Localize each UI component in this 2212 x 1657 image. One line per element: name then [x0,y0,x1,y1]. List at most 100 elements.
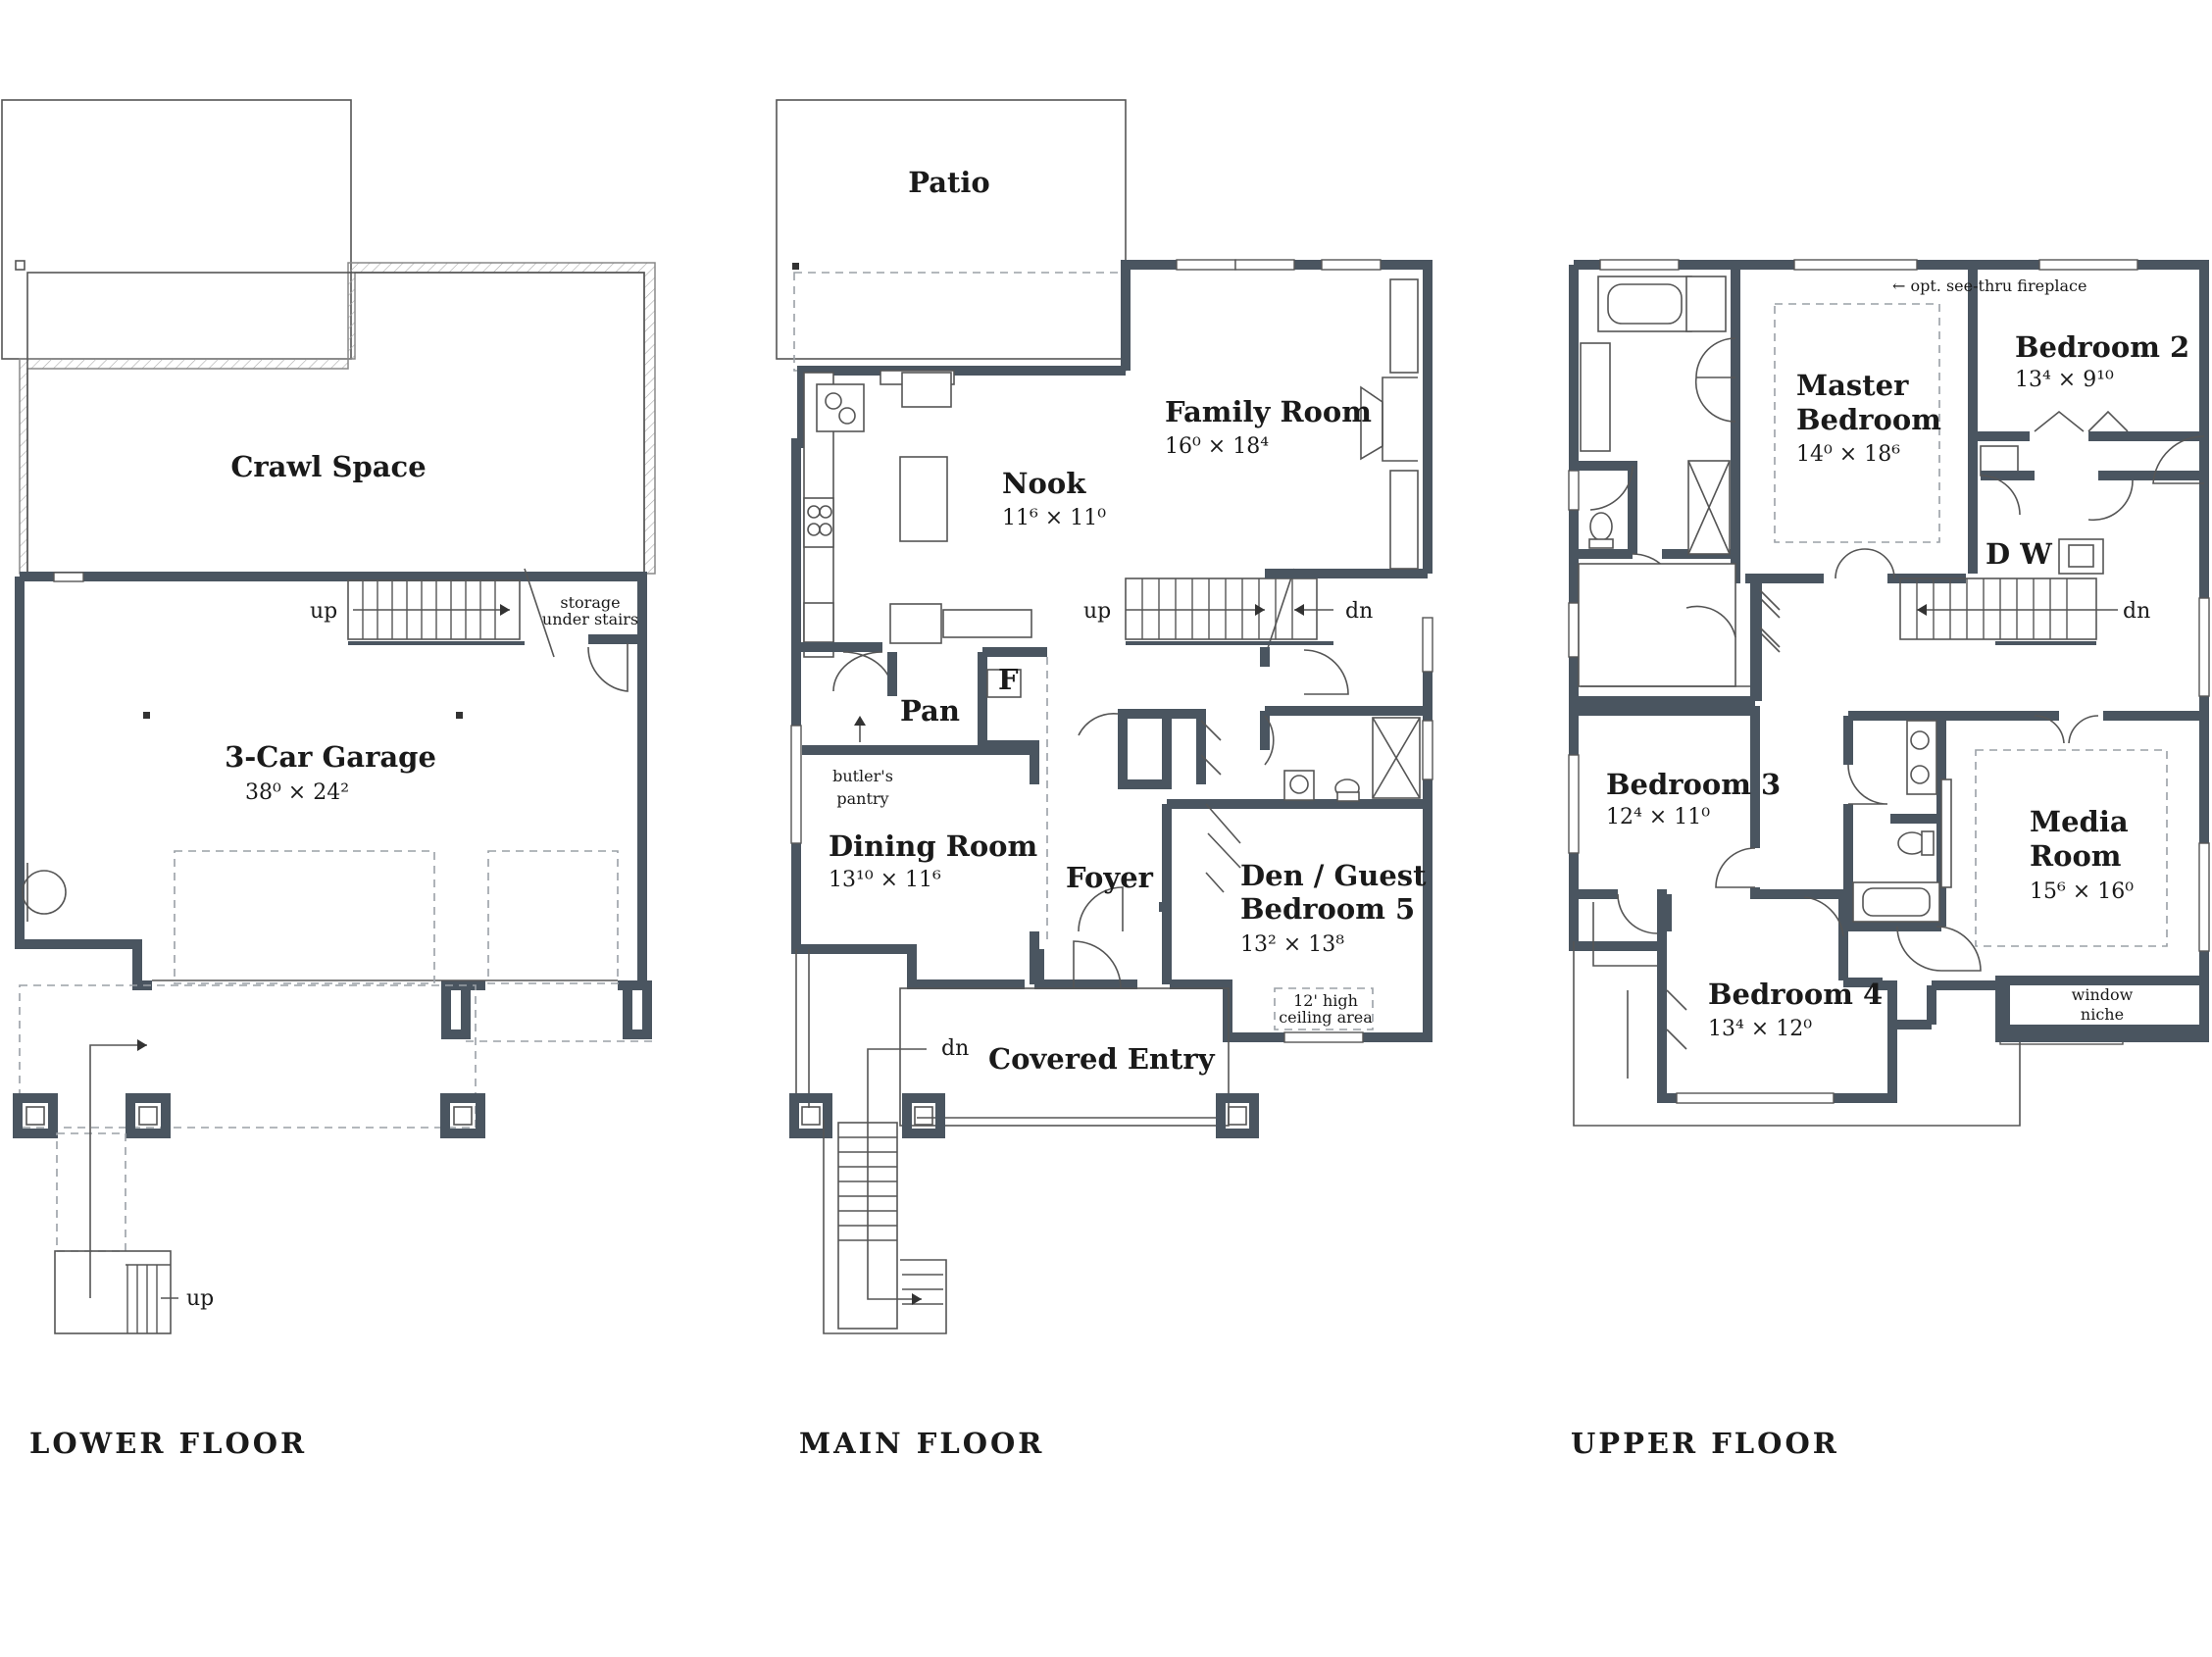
bedroom4-dimensions: 13⁴ × 12⁰ [1708,1017,1812,1041]
family-room-name: Family Room [1165,395,1372,428]
parking-bay-2 [487,850,619,984]
bedroom3-block [1574,706,1804,967]
media-room-block [1940,711,2204,947]
hall-bath [1843,711,1982,972]
crawl-vent [53,572,84,582]
main-columns [789,1093,1259,1138]
crawl-space-label: Crawl Space [230,450,426,483]
upper-floor-plan: ← opt. see-thru fireplace Master Bedroom… [1568,259,2210,1460]
bedroom4-name: Bedroom 4 [1708,978,1883,1011]
main-stairs [1125,568,1428,658]
upper-window-4 [1568,470,1580,511]
nook-dimensions: 11⁶ × 11⁰ [1002,506,1106,530]
master-bath [1569,265,1966,687]
upper-roof-outline [1573,941,2021,1127]
bedroom2-block [1968,265,2205,575]
crawl-space-area [26,272,645,575]
patio-outline [776,99,1127,360]
bedroom3-dimensions: 12⁴ × 11⁰ [1606,805,1710,829]
ceiling-area-outline [1274,987,1374,1030]
main-floor-plan: Patio Nook 11⁶ × 11⁰ Family Room 16⁰ × 1… [776,99,1433,1460]
foyer-label: Foyer [1066,861,1154,894]
window-niche-line1: window [2072,985,2134,1004]
garage-dimensions: 38⁰ × 24² [245,780,349,805]
den-name-line1: Den / Guest [1240,859,1427,892]
butlers-pantry-line2: pantry [836,789,888,808]
dining-window [790,725,802,844]
upper-window-7 [1676,1092,1835,1104]
lower-floor-plan: Crawl Space 3-Car Garage 38⁰ × 24² up st… [1,99,656,1460]
lower-deck-outline [19,984,477,1129]
fridge-label: F [998,663,1019,696]
ceiling-note-line1: 12' high [1293,991,1358,1010]
garage-pier-1 [441,980,471,1039]
parking-bay-1 [174,850,435,984]
main-exterior-stairs [823,1048,947,1334]
main-floor-title: MAIN FLOOR [799,1427,1044,1460]
upper-stairs [1899,577,2118,645]
bedroom2-dimensions: 13⁴ × 9¹⁰ [2015,368,2114,392]
upper-window-1 [1599,259,1680,271]
bedroom4-block [1627,889,1883,1079]
den-window-bottom [1283,1031,1364,1043]
upper-window-5 [1568,602,1580,658]
kitchen [796,370,1032,692]
corner-marker [15,260,25,271]
dining-room-dimensions: 13¹⁰ × 11⁶ [829,868,941,892]
bedroom3-name: Bedroom 3 [1606,768,1781,801]
garage-post-2 [456,712,463,719]
pantry-label: Pan [900,694,960,728]
patio-corner [792,263,799,270]
garage-name: 3-Car Garage [225,740,436,774]
main-stairs-up-label: up [1083,599,1111,624]
covered-entry [795,940,1230,1127]
patio-inner-outline [793,272,1127,372]
upper-stairs-dn-label: dn [2123,599,2150,624]
den-window [1422,720,1433,780]
patio-label: Patio [908,166,990,199]
family-fireplace [1360,278,1419,570]
storage-label-line2: under stairs [542,610,638,628]
hall-closet-doors [1759,589,1781,648]
bath-window [1422,617,1433,673]
media-room-dimensions: 15⁶ × 16⁰ [2030,879,2134,904]
water-heater [22,870,67,915]
media-room-line1: Media [2030,805,2129,838]
family-room-dimensions: 16⁰ × 18⁴ [1165,434,1269,459]
master-door-swing [1835,548,1895,579]
dining-room-name: Dining Room [829,829,1038,863]
den-name-line2: Bedroom 5 [1240,892,1415,926]
master-bedroom-dimensions: 14⁰ × 18⁶ [1796,442,1900,467]
lower-columns [13,1093,485,1138]
exterior-stairs-up-label: up [186,1286,214,1311]
window-niche-line2: niche [2081,1005,2124,1024]
main-stairs-dn-label: dn [1345,599,1373,624]
garage-post-1 [143,712,150,719]
storage-door [587,634,642,692]
den-dimensions: 13² × 13⁸ [1240,932,1344,957]
master-bedroom-line2: Bedroom [1796,403,1941,436]
upper-window-2 [1793,259,1918,271]
upper-window-6 [1568,754,1580,854]
media-room-line2: Room [2030,839,2122,873]
lower-upper-deck-outline [1,99,352,360]
garage-pier-2 [623,980,652,1039]
upper-window-8 [2198,597,2210,697]
window-niche [1995,976,2209,1042]
family-window-2 [1234,259,1295,271]
crawl-wall-hatch-right [347,262,656,575]
family-window-1 [1176,259,1236,271]
main-bath [1283,717,1421,802]
upper-window-3 [2038,259,2138,271]
ceiling-note-line2: ceiling area [1279,1008,1373,1027]
washer-dryer-label: D W [1986,537,2052,571]
bedroom2-name: Bedroom 2 [2015,330,2189,364]
nook-name: Nook [1002,467,1086,500]
butlers-pantry-line1: butler's [832,767,893,785]
storage-label-line1: storage [560,593,620,612]
lower-exterior-stairs [54,1039,178,1334]
lower-stairs-up-label: up [310,599,337,624]
fireplace-note: ← opt. see-thru fireplace [1892,276,2086,295]
interior-walls [802,647,1428,984]
upper-window-9 [2198,842,2210,952]
